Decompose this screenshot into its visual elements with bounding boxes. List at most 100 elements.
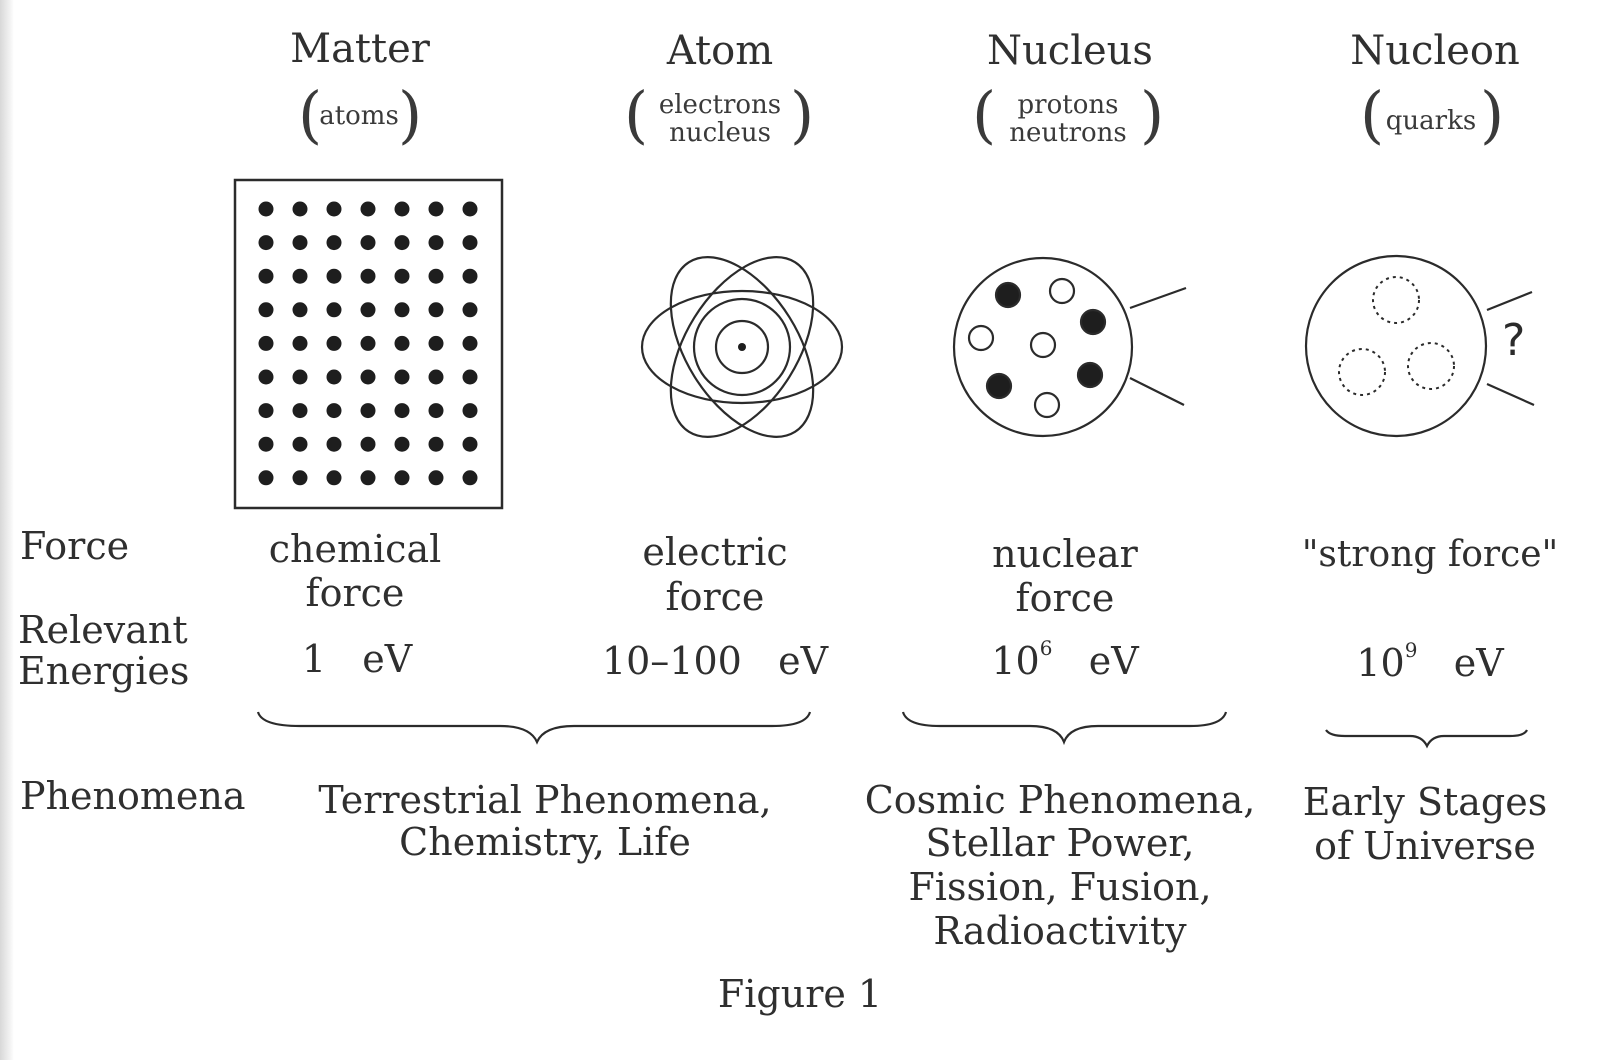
energy-value: 10 — [1356, 641, 1405, 685]
lattice-atom — [462, 268, 478, 284]
lattice-atom — [326, 403, 342, 419]
neutron — [1029, 331, 1057, 359]
column-title-nucleon: Nucleon — [1350, 28, 1520, 74]
lattice-atom — [292, 335, 308, 351]
lattice-atom — [326, 470, 342, 486]
lattice-atom — [258, 436, 274, 452]
nucleon-drawing — [1304, 254, 1535, 438]
lattice-atom — [292, 201, 308, 217]
lattice-atom — [428, 235, 444, 251]
lattice-atom — [326, 201, 342, 217]
lattice-atom — [326, 436, 342, 452]
proton — [985, 372, 1013, 400]
lattice-atom — [292, 470, 308, 486]
energy-value: 1 — [301, 637, 326, 681]
lattice-atom — [326, 335, 342, 351]
lattice-atom — [326, 302, 342, 318]
lattice-atom — [258, 403, 274, 419]
lattice-atom — [360, 302, 376, 318]
nucleus-drawing — [952, 256, 1187, 438]
energy-nucleon: 109 eV — [1345, 640, 1515, 685]
neutron — [1048, 277, 1076, 305]
lattice-atom — [360, 268, 376, 284]
lattice-atom — [428, 436, 444, 452]
zoom-line — [1486, 290, 1533, 312]
lattice-atom — [428, 470, 444, 486]
phenomena-cosmic-line1: Cosmic Phenomena, — [864, 778, 1256, 822]
lattice-atom — [326, 268, 342, 284]
paren-close: ) — [1140, 78, 1165, 151]
quark — [1338, 348, 1386, 396]
lattice-atom — [394, 403, 410, 419]
row-label-force: Force — [20, 524, 130, 568]
column-title-matter: Matter — [290, 26, 430, 72]
energy-atom: 10–100 eV — [590, 639, 840, 683]
paren-close: ) — [790, 78, 815, 151]
contents-quarks: quarks — [1385, 106, 1477, 136]
proton — [994, 281, 1022, 309]
lattice-atom — [258, 302, 274, 318]
lattice-atom — [360, 470, 376, 486]
proton — [1079, 308, 1107, 336]
lattice-atom — [462, 403, 478, 419]
braces — [256, 711, 1528, 749]
phenomena-early-line2: of Universe — [1314, 824, 1536, 868]
phenomena-terrestrial-line1: Terrestrial Phenomena, — [318, 778, 772, 822]
atom-inner-shell — [714, 319, 770, 375]
paren-open: ( — [624, 78, 649, 151]
lattice-atom — [394, 235, 410, 251]
energy-exponent: 9 — [1404, 638, 1418, 662]
force-nuclear-line2: force — [1015, 576, 1115, 620]
lattice-atom — [394, 268, 410, 284]
lattice-atom — [258, 235, 274, 251]
contents-protons: protons — [1017, 90, 1119, 120]
lattice-atom — [258, 335, 274, 351]
energy-unit: eV — [362, 637, 413, 681]
lattice-atom — [394, 436, 410, 452]
atom-drawing — [640, 256, 844, 438]
force-electric-line1: electric — [642, 530, 788, 574]
lattice-atom — [462, 302, 478, 318]
zoom-line — [1129, 286, 1187, 310]
nucleon-boundary — [1304, 254, 1488, 438]
atom-shell — [692, 297, 792, 397]
phenomena-cosmic-line3: Fission, Fusion, — [908, 865, 1212, 909]
electron-orbit — [640, 289, 844, 405]
lattice-atom — [360, 403, 376, 419]
lattice-atom — [394, 335, 410, 351]
zoom-line — [1486, 382, 1535, 407]
figure-caption: Figure 1 — [717, 972, 883, 1016]
page-edge-shadow — [0, 0, 14, 1060]
lattice-atom — [462, 235, 478, 251]
lattice-atom — [360, 235, 376, 251]
energy-matter: 1 eV — [282, 637, 432, 681]
energy-unit: eV — [778, 639, 829, 683]
force-nuclear-line1: nuclear — [992, 532, 1138, 576]
row-label-relevant: Relevant — [18, 608, 188, 652]
contents-atoms: atoms — [319, 101, 399, 131]
lattice-atom — [428, 302, 444, 318]
neutron — [967, 324, 995, 352]
phenomena-early-line1: Early Stages — [1302, 780, 1548, 824]
lattice-atom — [258, 201, 274, 217]
lattice-atom — [394, 302, 410, 318]
brace-cosmic — [901, 711, 1228, 746]
energy-nucleus: 106 eV — [985, 638, 1145, 682]
lattice-atom — [428, 268, 444, 284]
lattice-atom — [462, 369, 478, 385]
paren-open: ( — [298, 78, 323, 151]
lattice-atom — [258, 268, 274, 284]
electron-orbit — [669, 256, 815, 438]
lattice-atom — [394, 201, 410, 217]
brace-terrestrial — [256, 711, 812, 745]
lattice-dots — [258, 201, 478, 486]
lattice-atom — [292, 436, 308, 452]
energy-exponent: 6 — [1039, 636, 1053, 660]
lattice-atom — [462, 201, 478, 217]
neutron — [1033, 391, 1061, 419]
brace-early-universe — [1325, 729, 1528, 749]
lattice-atom — [326, 369, 342, 385]
column-title-nucleus: Nucleus — [987, 28, 1153, 74]
force-electric-line2: force — [665, 575, 765, 619]
lattice-atom — [292, 268, 308, 284]
